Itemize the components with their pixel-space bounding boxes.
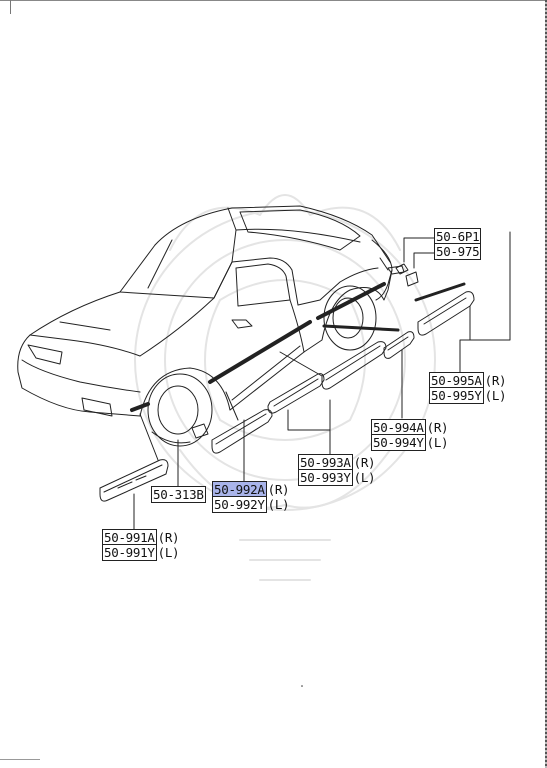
part-number-50-995Y[interactable]: 50-995Y	[429, 387, 484, 404]
side-left: (L)	[157, 545, 180, 560]
callout-50-313B: 50-313B	[151, 486, 206, 503]
part-number-50-993Y[interactable]: 50-993Y	[298, 469, 353, 486]
callout-50-993A: 50-993A(R)	[298, 454, 376, 471]
part-number-50-992A[interactable]: 50-992A	[212, 481, 267, 498]
side-left: (L)	[484, 388, 507, 403]
leader-lines	[133, 231, 511, 531]
part-number-50-313B[interactable]: 50-313B	[151, 486, 206, 503]
side-right: (R)	[484, 373, 507, 388]
callout-50-6P1: 50-6P1	[434, 228, 482, 245]
stray-dot	[301, 685, 303, 687]
part-number-50-994A[interactable]: 50-994A	[371, 419, 426, 436]
part-number-50-995A[interactable]: 50-995A	[429, 372, 484, 389]
callout-50-991Y: 50-991Y(L)	[102, 544, 180, 561]
page-frame-bottom	[0, 759, 40, 760]
part-number-50-993A[interactable]: 50-993A	[298, 454, 353, 471]
side-right: (R)	[353, 455, 376, 470]
callout-50-995Y: 50-995Y(L)	[429, 387, 507, 404]
page-frame-right	[545, 0, 547, 768]
callout-50-992Y: 50-992Y(L)	[212, 496, 290, 513]
side-right: (R)	[267, 482, 290, 497]
callout-50-992A: 50-992A(R)	[212, 481, 290, 498]
part-number-50-992Y[interactable]: 50-992Y	[212, 496, 267, 513]
callout-50-995A: 50-995A(R)	[429, 372, 507, 389]
page-frame-top	[0, 0, 547, 1]
callout-50-993Y: 50-993Y(L)	[298, 469, 376, 486]
side-right: (R)	[426, 420, 449, 435]
part-number-50-975[interactable]: 50-975	[434, 243, 482, 260]
side-right: (R)	[157, 530, 180, 545]
side-left: (L)	[426, 435, 449, 450]
part-number-50-991A[interactable]: 50-991A	[102, 529, 157, 546]
callout-50-975: 50-975	[434, 243, 482, 260]
side-left: (L)	[267, 497, 290, 512]
watermark-crest	[134, 194, 436, 581]
moulding-pieces	[99, 263, 475, 502]
callout-50-991A: 50-991A(R)	[102, 529, 180, 546]
callout-50-994A: 50-994A(R)	[371, 419, 449, 436]
callout-50-994Y: 50-994Y(L)	[371, 434, 449, 451]
part-number-50-991Y[interactable]: 50-991Y	[102, 544, 157, 561]
part-number-50-6P1[interactable]: 50-6P1	[434, 228, 482, 245]
page-frame-tick	[10, 0, 11, 14]
side-left: (L)	[353, 470, 376, 485]
part-number-50-994Y[interactable]: 50-994Y	[371, 434, 426, 451]
car-body-outline	[17, 205, 419, 447]
